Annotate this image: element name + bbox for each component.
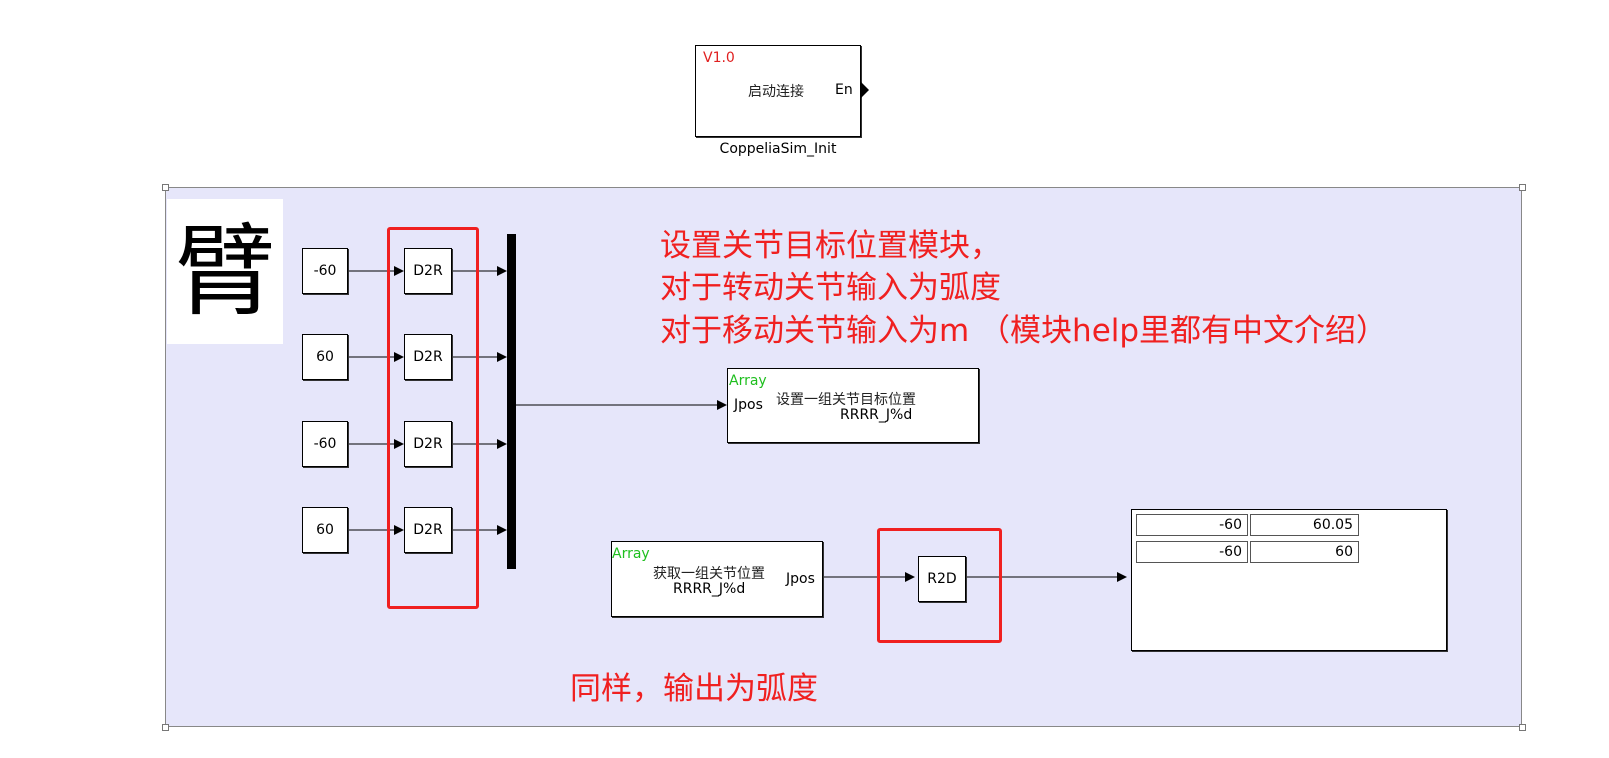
coppeliasim-init-block[interactable]: V1.0 启动连接 En <box>695 45 861 137</box>
get-block-subtitle: RRRR_J%d <box>673 581 746 597</box>
area-handle-bottom-right[interactable] <box>1519 724 1526 731</box>
init-block-label: 启动连接 <box>748 84 804 100</box>
d2r-highlight-box <box>387 227 479 609</box>
annotation-line: 对于转动关节输入为弧度 <box>660 270 1001 306</box>
d2r-block[interactable]: D2R <box>404 507 452 553</box>
display-cell: 60.05 <box>1250 514 1359 536</box>
get-block-title: 获取一组关节位置 <box>653 566 765 582</box>
set-joint-target-block[interactable]: Array Jpos 设置一组关节目标位置 RRRR_J%d <box>727 368 979 443</box>
r2d-block[interactable]: R2D <box>918 556 966 602</box>
set-block-title: 设置一组关节目标位置 <box>776 392 916 408</box>
get-array-label: Array <box>612 546 650 562</box>
d2r-block[interactable]: D2R <box>404 421 452 467</box>
set-jpos-port: Jpos <box>734 397 763 413</box>
display-cell: -60 <box>1136 514 1248 536</box>
constant-block[interactable]: 60 <box>302 334 348 380</box>
display-cell: -60 <box>1136 541 1248 563</box>
mux-bar[interactable] <box>507 234 516 569</box>
d2r-block[interactable]: D2R <box>404 248 452 294</box>
constant-block[interactable]: 60 <box>302 507 348 553</box>
set-array-label: Array <box>729 373 767 389</box>
annotation-line: 对于移动关节输入为m （模块help里都有中文介绍） <box>660 313 1388 349</box>
constant-block[interactable]: -60 <box>302 248 348 294</box>
r2d-highlight-box <box>877 528 1002 643</box>
area-title-char: 臂 <box>175 212 275 330</box>
area-title-box: 臂 <box>167 199 283 344</box>
get-joint-position-block[interactable]: Array 获取一组关节位置 RRRR_J%d Jpos <box>611 541 823 617</box>
constant-block[interactable]: -60 <box>302 421 348 467</box>
get-jpos-port: Jpos <box>786 571 815 587</box>
display-block[interactable]: -60 60.05 -60 60 <box>1131 509 1447 651</box>
init-output-port-icon <box>861 82 869 98</box>
display-cell: 60 <box>1250 541 1359 563</box>
annotation-line: 设置关节目标位置模块， <box>660 228 1001 264</box>
set-block-subtitle: RRRR_J%d <box>840 407 913 423</box>
area-handle-top-left[interactable] <box>162 184 169 191</box>
init-version-label: V1.0 <box>703 50 735 66</box>
annotation-output-note: 同样，输出为弧度 <box>570 671 818 707</box>
area-handle-top-right[interactable] <box>1519 184 1526 191</box>
d2r-block[interactable]: D2R <box>404 334 452 380</box>
init-en-port: En <box>835 82 853 98</box>
area-handle-bottom-left[interactable] <box>162 724 169 731</box>
init-block-name: CoppeliaSim_Init <box>719 141 837 157</box>
